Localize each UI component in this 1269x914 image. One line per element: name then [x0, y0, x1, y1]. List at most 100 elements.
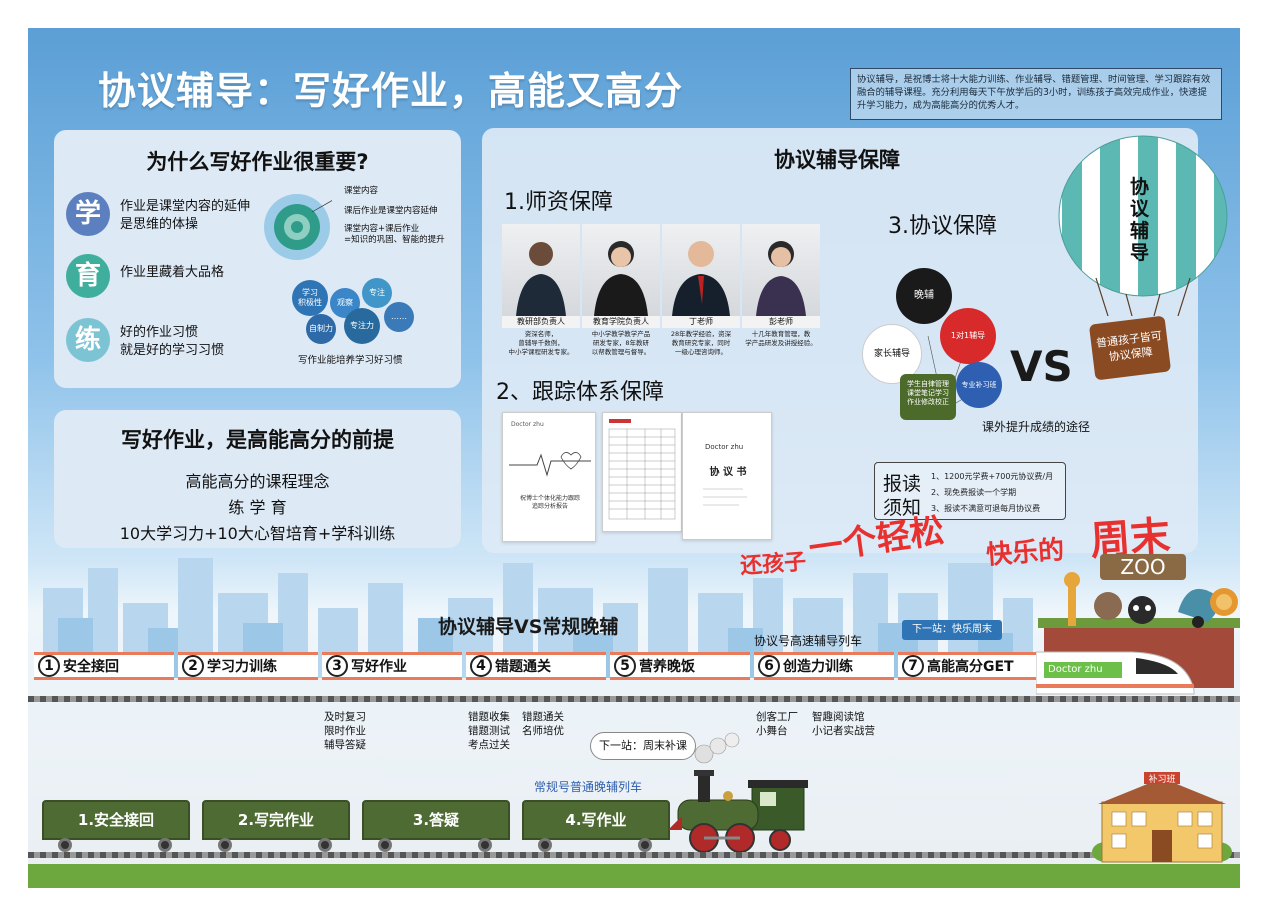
tracking-form-document	[602, 412, 682, 532]
steam-smoke-icon	[694, 732, 740, 764]
wheel-icon	[218, 838, 232, 852]
why-row-3: 好的作业习惯 就是好的学习习惯	[120, 325, 225, 358]
balloon-basket: 普通孩子皆可 协议保障	[1088, 315, 1172, 381]
premise-line-1: 高能高分的课程理念	[185, 472, 330, 491]
bubble-1: 学习 积极性	[292, 280, 328, 316]
sub-error-a: 错题收集 错题测试 考点过关	[468, 711, 510, 751]
car-number: 4	[470, 655, 492, 677]
teacher-desc-3: 28年教学经验，资深 教育研究专家，同时 一级心理咨询师。	[670, 330, 732, 356]
notice-title-1: 报读	[883, 473, 922, 495]
car-label: 错题通关	[495, 659, 551, 675]
why-title: 为什么写好作业很重要?	[146, 150, 369, 174]
wheel-icon	[538, 838, 552, 852]
wheel-icon	[58, 838, 72, 852]
teacher-card-3: 丁老师 28年教学经验，资深 教育研究专家，同时 一级心理咨询师。	[662, 224, 740, 357]
doc1-text: 祝博士个体化能力跟踪 追踪分析报告	[519, 495, 580, 510]
vs-mark: VS	[1010, 342, 1073, 391]
teacher-card-4: 彭老师 十几年教育管理，教 学产品研发及讲授经验。	[742, 224, 820, 348]
zoo-sign: ZOO	[1100, 554, 1186, 580]
ring-label-2: 课后作业是课堂内容延伸	[344, 206, 438, 216]
concentric-rings-icon	[264, 194, 332, 260]
why-row-1: 作业是课堂内容的延伸 是思维的体操	[120, 199, 251, 232]
ring-label-3: 课堂内容+课后作业 =知识的巩固、智能的提升	[344, 224, 445, 245]
report-document: Doctor zhu 祝博士个体化能力跟踪 追踪分析报告	[502, 412, 596, 542]
premise-line-2: 练 学 育	[228, 498, 287, 517]
car-number: 7	[902, 655, 924, 677]
car-label: 高能高分GET	[927, 659, 1014, 675]
why-panel: 为什么写好作业很重要? 学 作业是课堂内容的延伸 是思维的体操 育 作业里藏着大…	[54, 130, 461, 388]
steam-locomotive-icon	[668, 770, 808, 853]
wheel-icon	[378, 838, 392, 852]
balloon-wanfu: 晚辅	[896, 268, 952, 324]
car-number: 1	[38, 655, 60, 677]
slogan-c: 快乐的	[985, 535, 1066, 571]
teacher-photo-4	[742, 224, 820, 316]
normal-car-1: 1.安全接回	[42, 800, 190, 840]
intro-text: 协议辅导，是祝博士将十大能力训练、作业辅导、错题管理、时间管理、学习跟踪有效融合…	[850, 68, 1222, 120]
doc1-brand: Doctor zhu	[511, 421, 544, 428]
guarantee-title: 协议辅导保障	[774, 148, 900, 172]
bubble-3: 专注	[362, 278, 392, 308]
doc3-brand: Doctor zhu	[705, 443, 744, 451]
bubble-4: 自制力	[306, 314, 336, 344]
car-label: 创造力训练	[783, 659, 853, 675]
bubble-5: 专注力	[344, 308, 380, 344]
teacher-photo-3	[662, 224, 740, 316]
balloon-label: 协议辅导	[1130, 176, 1150, 264]
notice-title-2: 须知	[883, 497, 922, 519]
teacher-desc-2: 中小学教学教学产品 研发专家，8年教研 以帮教管理与督导。	[591, 330, 651, 356]
balloon-tutoring: 专业补习班	[956, 362, 1002, 408]
teacher-desc-1: 资深名师， 曾辅导千数例， 中小学课程研发专家。	[508, 330, 574, 356]
teacher-photo-1	[502, 224, 580, 316]
bubble-2: 观察	[330, 288, 360, 318]
normal-car-3: 3.答疑	[362, 800, 510, 840]
poster: 协议辅导：写好作业，高能又高分 协议辅导，是祝博士将十大能力训练、作业辅导、错题…	[28, 28, 1240, 888]
ring-label-1: 课堂内容	[344, 186, 379, 196]
why-row-2: 作业里藏着大品格	[120, 265, 225, 280]
car-label: 营养晚饭	[639, 659, 695, 675]
lian-badge: 练	[66, 318, 110, 362]
ground	[28, 864, 1240, 888]
teacher-caption-4: 彭老师	[742, 316, 820, 328]
tracking-title: 2、跟踪体系保障	[496, 380, 664, 405]
normal-track	[28, 852, 1240, 858]
premise-panel: 写好作业，是高能高分的前提 高能高分的课程理念 练 学 育 10大学习力+10大…	[54, 410, 461, 548]
engine-brand: Doctor zhu	[1044, 662, 1122, 678]
balloon-self: 学生自律管理 课堂笔记学习 作业修改校正	[900, 374, 956, 420]
car-number: 5	[614, 655, 636, 677]
page-title: 协议辅导：写好作业，高能又高分	[98, 69, 684, 113]
car-number: 3	[326, 655, 348, 677]
express-next-sign: 下一站：快乐周末	[902, 620, 1002, 640]
sub-creativity-b: 智趣阅读馆 小记者实战营	[812, 711, 875, 737]
express-track	[28, 696, 1240, 702]
notice-box: 报读 须知 1、1200元学费+700元协议费/月 2、现免费报读一个学期 3、…	[874, 462, 1066, 520]
teacher-caption-2: 教育学院负责人	[582, 316, 660, 328]
premise-line-3: 10大学习力+10大心智培育+学科训练	[119, 524, 396, 543]
sub-write-homework: 及时复习 限时作业 辅导答疑	[324, 711, 366, 751]
bubble-caption: 写作业能培养学习好习惯	[298, 355, 403, 366]
school-building-icon	[1092, 772, 1232, 863]
guarantee-panel: 协议辅导保障 1.师资保障 教研部负责人 资深名师， 曾辅导千数例， 中小学课程…	[482, 128, 1228, 553]
bubble-6: ……	[384, 302, 414, 332]
notice-item-3: 3、报读不满意可退每月协议费	[931, 504, 1041, 513]
wheel-icon	[158, 838, 172, 852]
car-label: 安全接回	[63, 659, 119, 675]
doc3-lines	[703, 488, 747, 506]
balloon-one-on-one: 1对1辅导	[940, 308, 996, 364]
notice-item-1: 1、1200元学费+700元协议费/月	[931, 472, 1054, 481]
teacher-card-2: 教育学院负责人 中小学教学教学产品 研发专家，8年教研 以帮教管理与督导。	[582, 224, 660, 357]
vs-caption: 课外提升成绩的途径	[982, 420, 1091, 434]
teachers-title: 1.师资保障	[504, 190, 613, 215]
car-number: 6	[758, 655, 780, 677]
normal-next-cloud: 下一站：周末补课	[590, 732, 696, 760]
yu-badge: 育	[66, 254, 110, 298]
car-label: 写好作业	[351, 659, 407, 675]
sub-error-b: 错题通关 名师培优	[522, 711, 564, 737]
wheel-icon	[478, 838, 492, 852]
teacher-caption-1: 教研部负责人	[502, 316, 580, 328]
agreement-title: 3.协议保障	[888, 214, 997, 239]
